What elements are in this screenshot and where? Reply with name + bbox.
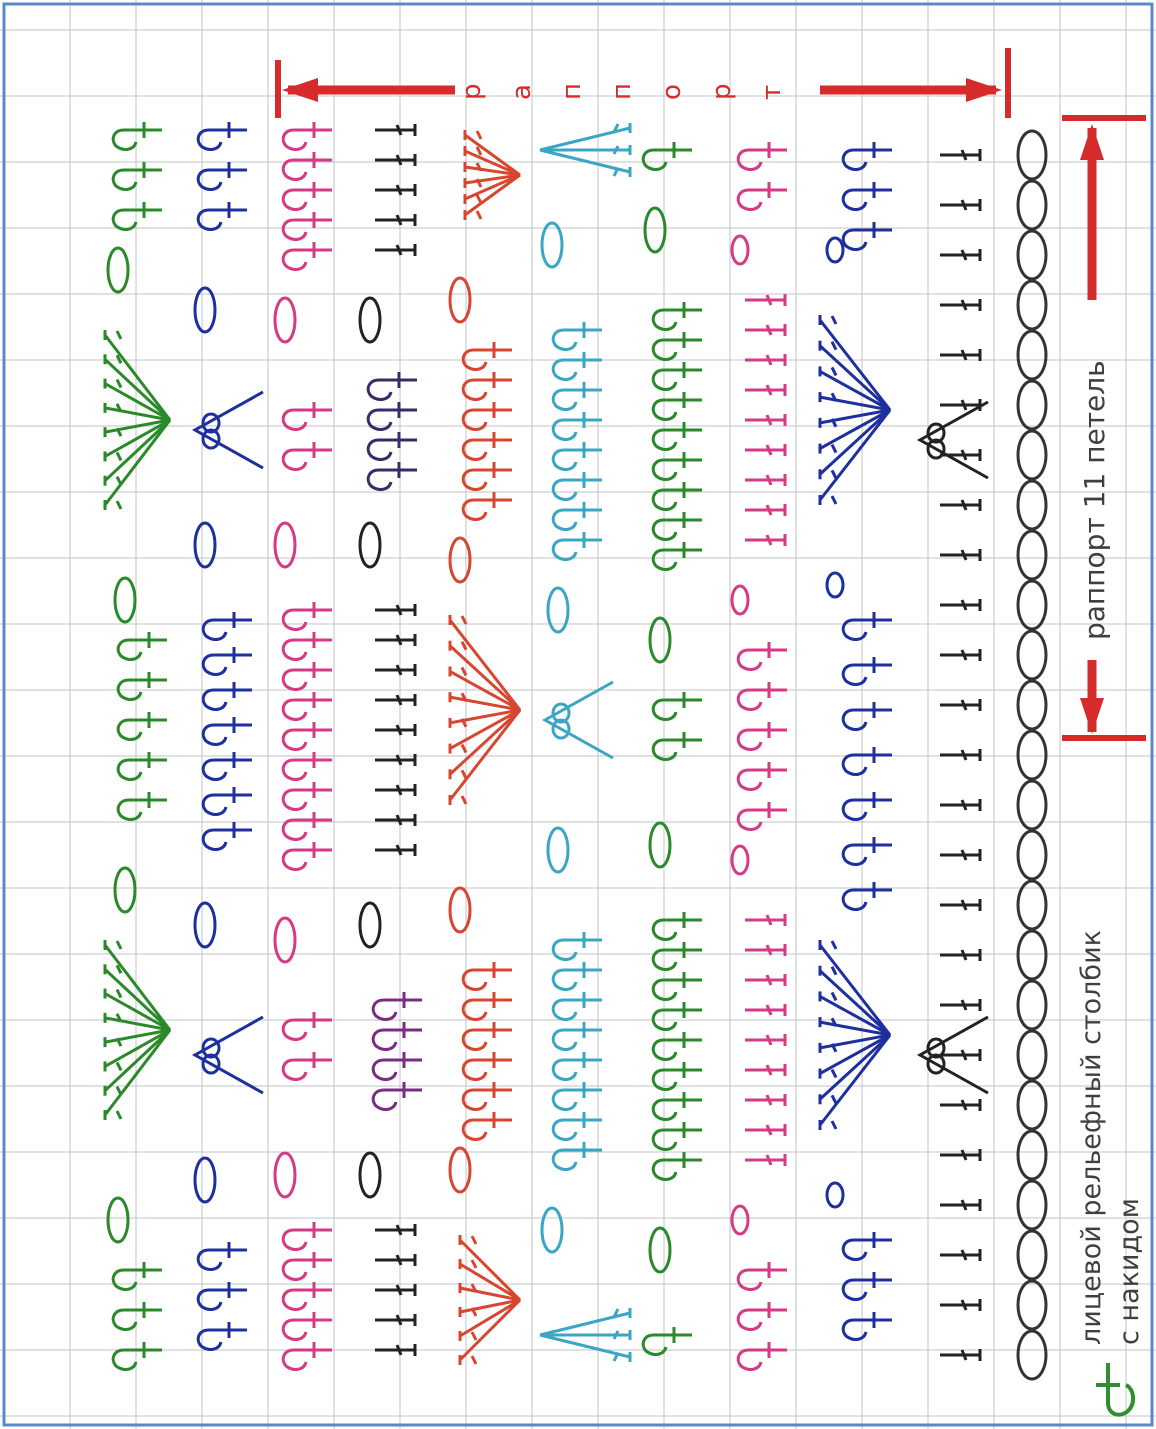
legend-label-line1: лицевой рельефный столбик bbox=[1076, 930, 1107, 1345]
rapport-letter: о bbox=[657, 84, 687, 100]
rapport-letter: р bbox=[707, 83, 737, 100]
rapport-letter: п bbox=[557, 83, 587, 100]
rapport-letter: р bbox=[457, 83, 487, 100]
rapport-letter: т bbox=[757, 85, 787, 100]
rapport-letter: а bbox=[507, 84, 537, 100]
rapport-label: раппорт 11 петель bbox=[1078, 360, 1111, 640]
rapport-letter: п bbox=[607, 83, 637, 100]
legend-label-line2: с накидом bbox=[1114, 1198, 1145, 1345]
